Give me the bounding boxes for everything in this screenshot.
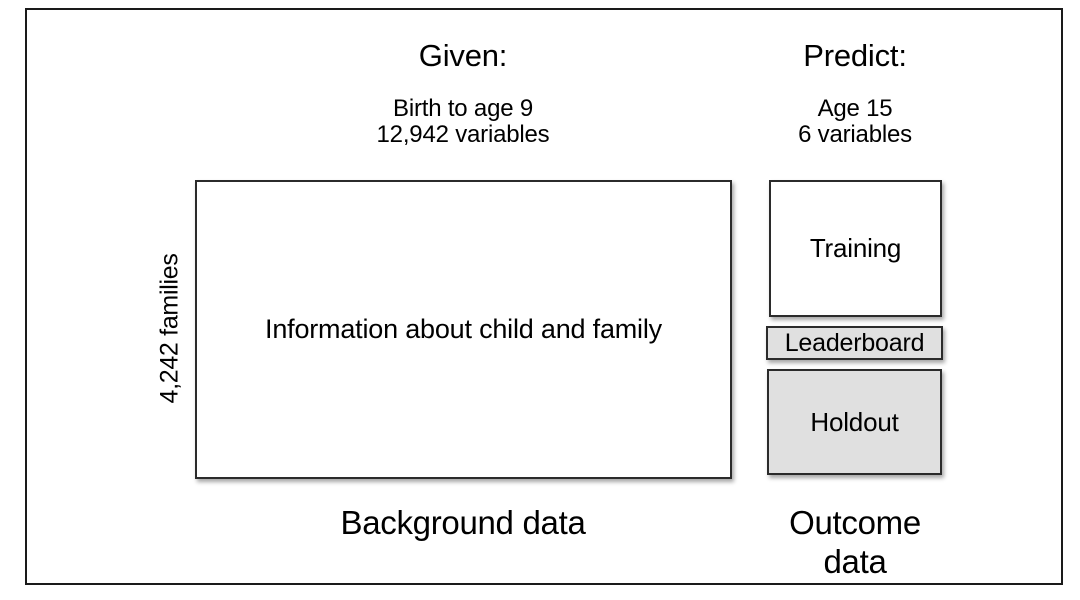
slide-frame: Given: Birth to age 9 12,942 variables P… — [25, 8, 1063, 585]
given-title: Given: — [418, 38, 508, 73]
outcome-data-caption-line1: Outcome — [789, 504, 921, 541]
outcome-data-caption: Outcome data — [743, 504, 967, 582]
predict-title: Predict: — [803, 38, 907, 73]
given-subtitle: Birth to age 9 12,942 variables — [263, 94, 663, 148]
leaderboard-box: Leaderboard — [766, 326, 943, 360]
given-column-header: Given: Birth to age 9 12,942 variables — [263, 38, 663, 148]
outcome-data-caption-line2: data — [823, 542, 887, 580]
training-box-label: Training — [809, 233, 902, 263]
holdout-box-label: Holdout — [810, 406, 899, 437]
predict-period: Age 15 — [817, 94, 893, 122]
background-data-box-label: Information about child and family — [265, 314, 662, 344]
predict-subtitle: Age 15 6 variables — [743, 94, 967, 148]
predict-variable-count: 6 variables — [798, 120, 912, 148]
training-box: Training — [769, 180, 942, 317]
background-data-caption: Background data — [340, 504, 586, 541]
leaderboard-box-label: Leaderboard — [784, 328, 925, 357]
families-axis-label: 4,242 families — [155, 253, 184, 404]
given-period: Birth to age 9 — [393, 94, 533, 122]
holdout-box: Holdout — [767, 369, 942, 475]
background-data-box: Information about child and family — [195, 180, 732, 479]
predict-column-header: Predict: Age 15 6 variables — [743, 38, 967, 148]
given-variable-count: 12,942 variables — [376, 120, 550, 148]
